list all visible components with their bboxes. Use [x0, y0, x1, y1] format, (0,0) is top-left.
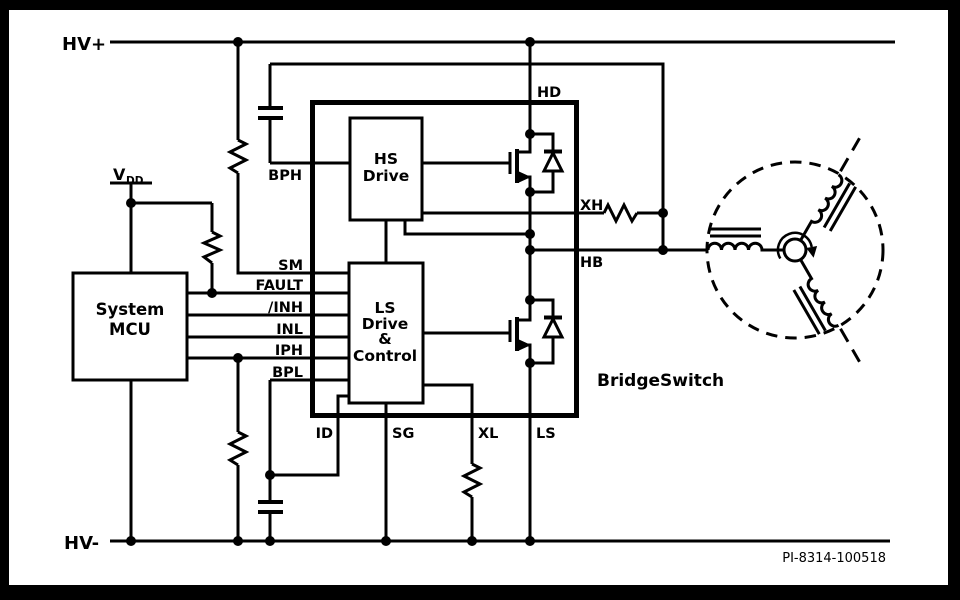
pin-label-hb: HB	[580, 255, 603, 271]
junction-dot	[658, 245, 668, 255]
hs-drive-label-line1: HS	[374, 150, 398, 168]
sm-pullup-resistor	[226, 138, 250, 175]
pin-label-inh: /INH	[268, 300, 303, 316]
junction-dot	[525, 37, 535, 47]
xh-resistor	[602, 201, 639, 225]
junction-dot	[525, 229, 535, 239]
junction-dot	[467, 536, 477, 546]
winding-core-line	[792, 289, 821, 335]
winding-coil	[799, 258, 840, 328]
junction-dot	[658, 208, 668, 218]
pin-label-bph: BPH	[268, 168, 302, 184]
ls-drive-label-line2: Drive	[362, 315, 408, 333]
junction-dot	[126, 198, 136, 208]
sm-wire	[236, 173, 349, 275]
hb-sense-wire	[403, 220, 530, 236]
pin-label-fault: FAULT	[255, 278, 303, 294]
junction-dot	[525, 295, 535, 305]
pin-label-bpl: BPL	[272, 365, 303, 381]
capacitors	[258, 106, 283, 514]
resistors	[200, 138, 639, 499]
figure-part-number: PI-8314-100518	[782, 551, 886, 566]
system-mcu-box	[71, 271, 189, 382]
pin-label-xl: XL	[478, 426, 498, 442]
hs-drive-box	[348, 116, 424, 222]
ls-drive-label-line1: LS	[374, 299, 395, 317]
bootstrap-loop-wire	[270, 62, 665, 250]
pin-label-ls: LS	[536, 426, 556, 442]
winding-axis-dashed-ext	[839, 137, 861, 172]
junction-dot	[126, 536, 136, 546]
hs-drain-wire	[517, 42, 532, 154]
motor-winding-left	[706, 227, 784, 252]
junction-dot	[525, 245, 535, 255]
winding-axis-dashed-ext	[839, 328, 861, 363]
motor-winding-lower-right	[792, 258, 861, 363]
hs-drive-label-line2: Drive	[363, 167, 409, 185]
hs-source-arrow-icon	[519, 171, 531, 183]
junction-dot	[265, 536, 275, 546]
winding-coil	[706, 241, 784, 252]
pin-label-sg: SG	[392, 426, 414, 442]
xl-top-wire	[423, 383, 474, 464]
vdd-subscript-label: DD	[126, 175, 144, 187]
junction-dot	[525, 187, 535, 197]
bldc-motor	[705, 137, 885, 363]
bridgeswitch-label: BridgeSwitch	[597, 371, 724, 391]
ls-body-diode	[530, 298, 565, 365]
winding-coil	[799, 173, 844, 242]
junction-dot	[233, 37, 243, 47]
motor-rotor-circle	[782, 237, 808, 263]
bridgeswitch-ic-outline	[310, 100, 579, 418]
pin-label-sm: SM	[278, 258, 303, 274]
junction-dot	[525, 536, 535, 546]
junction-dots	[126, 37, 668, 546]
mcu-label-line2: MCU	[109, 320, 151, 339]
ls-source-arrow-icon	[519, 339, 531, 351]
pin-label-iph: IPH	[275, 343, 303, 359]
xl-resistor	[460, 462, 484, 499]
iph-pulldown-resistor	[226, 430, 250, 467]
hv-plus-label: HV+	[62, 34, 106, 55]
pin-label-xh: XH	[580, 198, 603, 214]
junction-dot	[265, 470, 275, 480]
pin-label-inl: INL	[276, 322, 303, 338]
winding-core-line	[798, 285, 827, 332]
winding-core-line	[828, 186, 857, 232]
ls-drive-label-line3: &	[378, 330, 392, 348]
vdd-label: V	[113, 165, 126, 184]
pin-label-hd: HD	[537, 85, 561, 101]
junction-dot	[525, 358, 535, 368]
motor-winding-upper-right	[799, 137, 861, 242]
junction-dot	[233, 353, 243, 363]
pin-label-id: ID	[316, 426, 333, 442]
ls-drive-label-line4: Control	[353, 347, 417, 365]
winding-core-line	[822, 182, 851, 229]
fault-pullup-resistor	[200, 230, 224, 265]
hv-minus-label: HV-	[64, 533, 99, 554]
id-wire	[270, 394, 349, 477]
low-side-mosfet	[423, 298, 565, 541]
junction-dot	[233, 536, 243, 546]
junction-dot	[207, 288, 217, 298]
ls-drive-control-box	[347, 261, 425, 405]
ls-drain-wire	[517, 300, 532, 322]
motor-rotation-arrow-arc	[776, 231, 813, 260]
junction-dot	[381, 536, 391, 546]
bph-capacitor	[258, 106, 283, 120]
hs-body-diode	[530, 132, 565, 194]
mcu-label-line1: System	[96, 300, 165, 319]
junction-dot	[525, 129, 535, 139]
motor-rotation-arrowhead-icon	[806, 246, 818, 258]
bpl-capacitor	[258, 500, 283, 514]
